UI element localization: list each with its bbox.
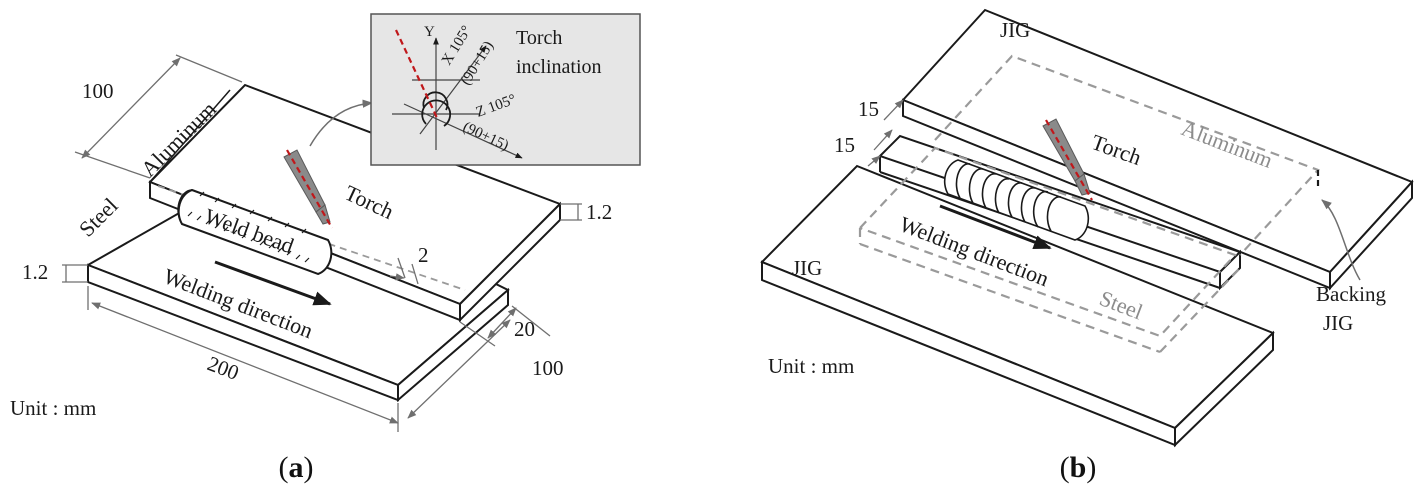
label-backing-line2: JIG <box>1323 311 1353 335</box>
dim-2 <box>389 257 419 285</box>
label-jig-bottom: JIG <box>792 256 822 280</box>
dim-20 <box>459 307 517 347</box>
dim-thk-right <box>560 203 582 221</box>
jig-top <box>901 8 1414 291</box>
welding-direction-arrow-b <box>939 204 1052 250</box>
inset-title-line1: Torch <box>516 27 562 49</box>
panel-a <box>62 13 641 432</box>
inset-pointer <box>309 99 374 147</box>
dim-100-top-label: 100 <box>82 79 114 103</box>
dim-15 <box>867 99 904 167</box>
inset-title-line2: inclination <box>516 56 602 78</box>
dim-thk-right-label: 1.2 <box>586 200 612 224</box>
label-backing-line1: Backing <box>1316 282 1386 306</box>
jig-bottom <box>760 164 1275 448</box>
welding-direction-arrow <box>214 260 332 306</box>
dashed-plate-outlines <box>858 54 1320 354</box>
weld-bead <box>177 188 333 276</box>
weld-bead-b <box>943 159 1090 241</box>
torch-icon <box>283 149 333 229</box>
caption-a: (a) <box>279 451 314 484</box>
caption-b: (b) <box>1060 451 1097 484</box>
inset-y-label: Y <box>424 24 435 40</box>
label-unit: Unit : mm <box>10 396 96 420</box>
dim-thk-left <box>62 264 88 283</box>
dim-2-label: 2 <box>418 243 429 267</box>
dim-200 <box>87 286 399 432</box>
torch-icon-b <box>1042 118 1093 201</box>
label-jig-top: JIG <box>1000 18 1030 42</box>
backing-pointer <box>1321 199 1361 281</box>
dim-thk-left-label: 1.2 <box>22 260 48 284</box>
torch-inclination-inset <box>370 13 641 166</box>
dim-15-a-label: 15 <box>858 97 879 121</box>
label-steel: Steel <box>74 193 123 242</box>
dim-100-right-label: 100 <box>532 356 564 380</box>
label-unit-b: Unit : mm <box>768 354 854 378</box>
panel-b <box>760 8 1414 448</box>
dim-20-label: 20 <box>514 317 535 341</box>
dim-200-label: 200 <box>204 351 242 385</box>
dim-100-top <box>74 54 243 179</box>
dim-15-b-label: 15 <box>834 133 855 157</box>
